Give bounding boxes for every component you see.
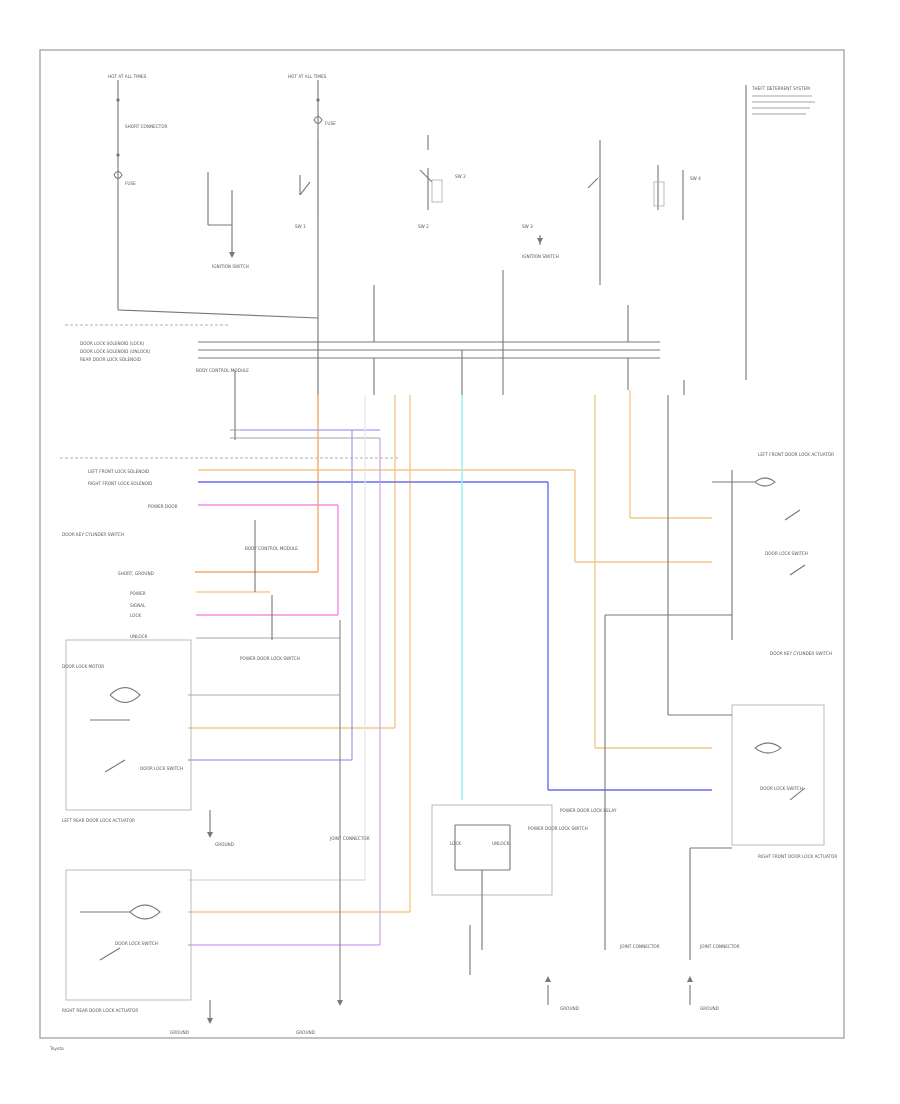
sw-power-label: POWER: [130, 591, 146, 596]
door-lock-motor-label: DOOR LOCK MOTOR: [62, 664, 104, 669]
left-rear-door-label: LEFT REAR DOOR LOCK ACTUATOR: [62, 818, 135, 823]
sw-signal-label: SIGNAL: [130, 603, 146, 608]
power-sw-label: POWER DOOR LOCK SWITCH: [240, 656, 300, 661]
sw4-label: SW 4: [690, 176, 701, 181]
door-lock-sw-label: DOOR LOCK SWITCH: [140, 766, 183, 771]
rf-door-lock-sw-label: DOOR LOCK SWITCH: [760, 786, 803, 791]
pdl-relay-label: POWER DOOR LOCK RELAY: [560, 808, 617, 813]
power-door-lock-switch: LOCK UNLOCK POWER DOOR LOCK SWITCH POWER…: [431, 804, 617, 975]
fuse-box-1-label: HOT AT ALL TIMES: [108, 74, 147, 79]
fuse-column-mid: HOT AT ALL TIMES FUSE: [288, 74, 336, 420]
wire-tan: [188, 390, 712, 913]
key-cyl-label: DOOR KEY CYLINDER SWITCH: [62, 532, 124, 537]
ground-arrow-icon: [687, 976, 693, 982]
ground-arrow-icon: [229, 252, 235, 258]
ground-lower-3-label: GROUND: [296, 1030, 315, 1035]
door-lock-relay-unlock-label: DOOR LOCK SOLENOID (UNLOCK): [80, 349, 151, 354]
door-lock-relay-lock-label: DOOR LOCK SOLENOID (LOCK): [80, 341, 144, 346]
sw2-bottom-label: SW 2: [418, 224, 429, 229]
wire-light-blue: [188, 429, 381, 946]
power-door-label: POWER DOOR: [148, 504, 178, 509]
ground-lower-4-label: GROUND: [560, 1006, 579, 1011]
ground-arrow-icon: [537, 238, 543, 244]
diagram-frame: [39, 49, 845, 1039]
sw-ground-label: SHORT, GROUND: [118, 571, 154, 576]
motor-icon: [754, 742, 782, 754]
ground-lower-1-label: GROUND: [215, 842, 234, 847]
connector-a-label: JOINT CONNECTOR: [329, 836, 370, 841]
ground-arrow-icon: [207, 1018, 213, 1024]
ground-mid-label: IGNITION SWITCH: [522, 254, 559, 259]
right-front-door-label: RIGHT FRONT DOOR LOCK ACTUATOR: [758, 854, 837, 859]
fuse-2-label: FUSE: [325, 121, 336, 126]
left-front-door-label: LEFT FRONT DOOR LOCK ACTUATOR: [758, 452, 834, 457]
fuse-1-label: FUSE: [125, 181, 136, 186]
unlock-pos-label: UNLOCK: [492, 841, 510, 846]
ground-arrow-icon: [337, 1000, 343, 1006]
lf-door-lock-sw-label: DOOR LOCK SWITCH: [765, 551, 808, 556]
sw-lock-label: LOCK: [130, 613, 141, 618]
theft-note-label: THEFT DETERRENT SYSTEM: [751, 86, 810, 91]
connector-c-label: JOINT CONNECTOR: [699, 944, 740, 949]
wire-blue: [198, 481, 712, 791]
left-front-door-actuator: LEFT FRONT DOOR LOCK ACTUATOR DOOR LOCK …: [604, 452, 834, 950]
bus-drops: [317, 342, 685, 395]
fuse-box-2-label: HOT AT ALL TIMES: [288, 74, 327, 79]
theft-note: THEFT DETERRENT SYSTEM: [745, 85, 815, 380]
door-lock-sw-2-label: DOOR LOCK SWITCH: [115, 941, 158, 946]
motor-icon: [754, 477, 776, 487]
short-connector-label: SHORT CONNECTOR: [125, 124, 168, 129]
pdl-switch-label: POWER DOOR LOCK SWITCH: [528, 826, 588, 831]
ground-lower-2-label: GROUND: [170, 1030, 189, 1035]
switch-sw3: SW 3 IGNITION SWITCH: [522, 140, 601, 285]
lock-pos-label: LOCK: [450, 841, 461, 846]
ground-lower-5-label: GROUND: [700, 1006, 719, 1011]
left-front-lock-label: LEFT FRONT LOCK SOLENOID: [88, 469, 149, 474]
ground-arrow-icon: [207, 832, 213, 838]
wire-pink: [196, 504, 339, 616]
fuse-column-left: HOT AT ALL TIMES SHORT CONNECTOR FUSE: [108, 74, 319, 319]
bcm-label: BODY CONTROL MODULE: [196, 368, 249, 373]
bcm-area: BODY CONTROL MODULE: [196, 368, 380, 440]
sw2-label: SW 2: [455, 174, 466, 179]
right-front-lock-label: RIGHT FRONT LOCK SOLENOID: [88, 481, 152, 486]
wire-orange: [195, 395, 319, 593]
right-rear-door-label: RIGHT REAR DOOR LOCK ACTUATOR: [62, 1008, 138, 1013]
sw1-label: SW 1: [295, 224, 306, 229]
ground-left-label: IGNITION SWITCH: [212, 264, 249, 269]
sw-unlock-label: UNLOCK: [130, 634, 148, 639]
bcm-sub-label: BODY CONTROL MODULE: [245, 546, 298, 551]
footer-label: Toyota: [49, 1046, 64, 1051]
right-rear-door-actuator: DOOR LOCK SWITCH RIGHT REAR DOOR LOCK AC…: [62, 869, 192, 1013]
left-rear-door-actuator: DOOR LOCK MOTOR DOOR LOCK SWITCH LEFT RE…: [62, 639, 192, 823]
switch-1: IGNITION SWITCH: [207, 172, 249, 269]
right-front-door-actuator: DOOR LOCK SWITCH RIGHT FRONT DOOR LOCK A…: [667, 395, 837, 960]
motor-icon: [129, 904, 161, 920]
switch-sw2: SW 2 SW 2: [418, 135, 466, 229]
rear-door-lock-label: REAR DOOR LOCK SOLENOID: [80, 357, 141, 362]
wire-white: [188, 395, 366, 1000]
left-grounds: GROUND GROUND GROUND JOINT CONNECTOR: [170, 810, 370, 1035]
switch-sw1: SW 1: [295, 140, 319, 229]
door-key-cyl-label: DOOR KEY CYLINDER SWITCH: [770, 651, 832, 656]
right-grounds: GROUND GROUND JOINT CONNECTOR JOINT CONN…: [545, 944, 740, 1011]
connector-b-label: JOINT CONNECTOR: [619, 944, 660, 949]
left-connector-labels: LEFT FRONT LOCK SOLENOID RIGHT FRONT LOC…: [62, 469, 340, 661]
switch-sw4: SW 4: [653, 165, 701, 220]
bus-lines: DOOR LOCK SOLENOID (LOCK) DOOR LOCK SOLE…: [80, 270, 660, 362]
motor-icon: [109, 686, 141, 704]
sw3-label: SW 3: [522, 224, 533, 229]
ground-arrow-icon: [545, 976, 551, 982]
